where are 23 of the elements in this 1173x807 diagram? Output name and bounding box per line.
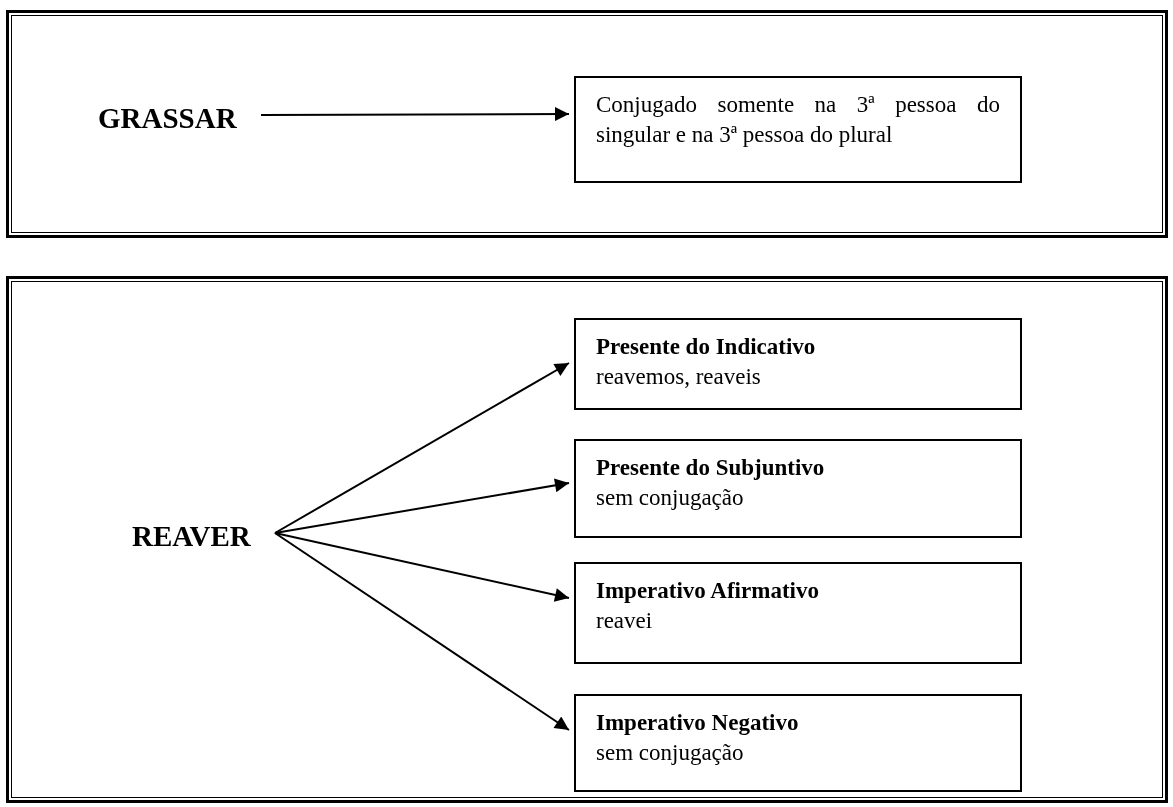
- info-box: [574, 76, 1022, 183]
- verb-label: GRASSAR: [98, 99, 258, 137]
- info-box: [574, 318, 1022, 410]
- info-box: [574, 439, 1022, 538]
- arrow: [274, 478, 570, 534]
- arrow: [274, 532, 570, 602]
- arrow: [260, 107, 570, 122]
- tense-heading: Imperativo Negativo: [596, 709, 800, 737]
- description-text: reavemos, reaveis: [596, 363, 762, 391]
- description-text: sem conjugação: [596, 739, 745, 767]
- arrow: [274, 532, 570, 731]
- verb-label: REAVER: [132, 517, 272, 555]
- panel-frame: [6, 276, 1168, 803]
- description-text: sem conjugação: [596, 484, 745, 512]
- description-text: Conjugado somente na 3ª pessoa do singular e na 3ª pessoa do plural: [596, 91, 1000, 149]
- tense-heading: Imperativo Afirmativo: [596, 577, 820, 605]
- tense-heading: Presente do Indicativo: [596, 333, 817, 361]
- arrow: [274, 362, 570, 534]
- info-box: [574, 694, 1022, 792]
- info-box: [574, 562, 1022, 664]
- panel-frame: [6, 10, 1168, 238]
- tense-heading: Presente do Subjuntivo: [596, 454, 826, 482]
- description-text: reavei: [596, 607, 654, 635]
